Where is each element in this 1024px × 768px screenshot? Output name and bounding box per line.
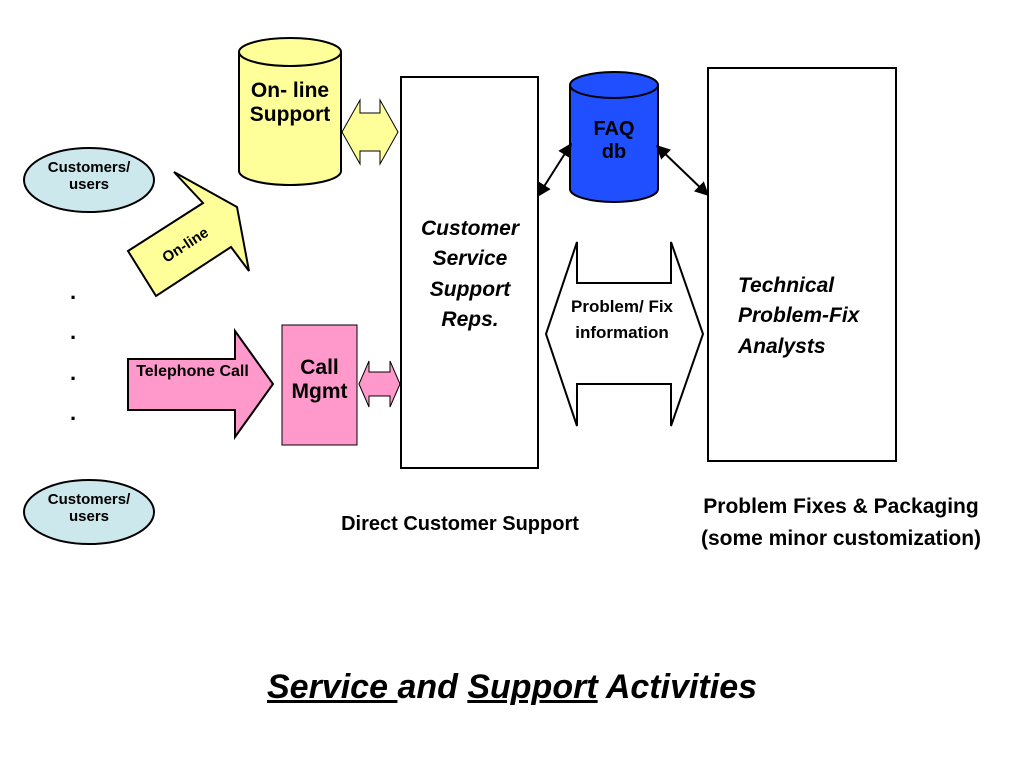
customers-top-ellipse (23, 147, 155, 213)
faq-db-cylinder (569, 71, 659, 203)
customers-top-label: Customers/ users (47, 159, 131, 194)
online-support-label: On- line Support (249, 79, 331, 127)
title-activities: Activities (597, 668, 758, 706)
fixes-caption-line2: (some minor customization) (700, 527, 982, 550)
call-mgmt-box (281, 324, 358, 446)
faq-analysts-connector (655, 145, 710, 196)
ellipsis-dot-4: . (70, 400, 77, 425)
customers-bottom-label: Customers/ users (47, 491, 131, 526)
faq-db-label: FAQ db (593, 118, 635, 163)
call-mgmt-label: Call Mgmt (291, 356, 348, 404)
ellipsis-dot-1: . (70, 279, 77, 304)
customers-bottom-ellipse (23, 479, 155, 545)
direct-support-caption: Direct Customer Support (341, 513, 579, 535)
ellipsis-dot-3: . (70, 360, 77, 385)
analysts-label: Technical Problem-Fix Analysts (738, 274, 860, 358)
online-support-cylinder (238, 37, 342, 186)
call-mgmt-double-arrow (358, 360, 401, 408)
analysts-box (707, 67, 897, 462)
online-support-double-arrow (341, 98, 399, 166)
problem-fix-label: Problem/ Fix information (570, 297, 674, 342)
telephone-arrow-label: Telephone Call (136, 363, 249, 380)
title-and: and (397, 668, 468, 706)
page-title: Service and Support Activities (0, 668, 1024, 707)
ellipsis-dot-2: . (70, 319, 77, 344)
csr-faq-connector (537, 142, 572, 198)
telephone-arrow (127, 327, 275, 441)
csr-label: Customer Service Support Reps. (420, 217, 520, 332)
fixes-caption-line1: Problem Fixes & Packaging (703, 495, 979, 518)
title-support: Support (467, 668, 598, 706)
title-service: Service (266, 668, 398, 706)
online-arrow (126, 171, 250, 298)
csr-box (400, 76, 539, 469)
problem-fix-double-arrow (544, 241, 705, 427)
